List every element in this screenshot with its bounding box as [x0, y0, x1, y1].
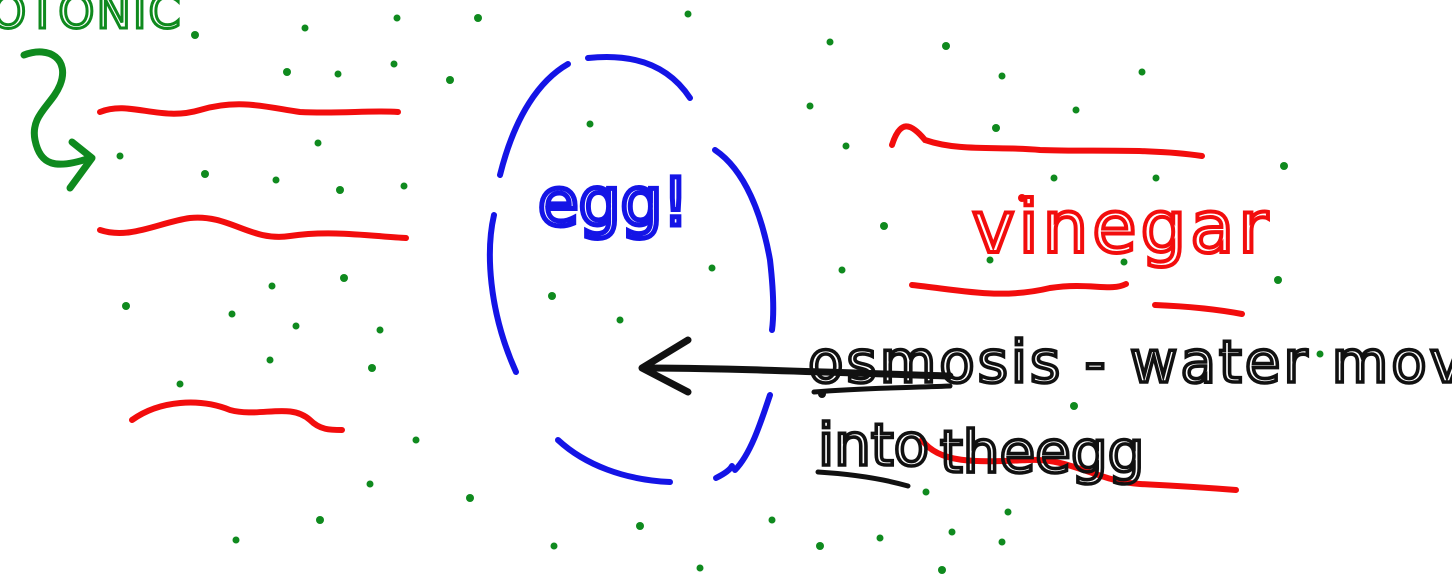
water-dot	[292, 322, 300, 330]
water-dot	[696, 564, 704, 572]
water-dot	[616, 316, 624, 324]
water-dot	[826, 38, 834, 46]
osmosis-underline	[811, 383, 953, 395]
water-dot	[232, 536, 240, 544]
into-underline	[815, 469, 911, 489]
water-dot	[122, 302, 130, 310]
green-curly-arrow	[20, 48, 96, 192]
water-dot	[1152, 174, 1160, 182]
water-dot	[938, 566, 946, 574]
water-dot	[684, 10, 692, 18]
water-dot	[942, 42, 950, 50]
water-dot	[390, 60, 398, 68]
water-dot	[1004, 508, 1012, 516]
egg-outline	[486, 53, 777, 485]
water-dot	[586, 120, 594, 128]
the-egg-note: theegg	[940, 418, 1145, 486]
water-dot	[922, 488, 930, 496]
water-dot	[998, 538, 1006, 546]
water-molecule-dots	[116, 10, 1324, 574]
water-dot	[1120, 258, 1128, 266]
water-dot	[176, 380, 184, 388]
red-line-left-3	[129, 399, 345, 433]
left-red-lines	[97, 101, 409, 433]
water-dot	[412, 436, 420, 444]
top-left-word: OTONIC	[0, 0, 183, 39]
water-dot	[816, 542, 824, 550]
water-dot	[880, 222, 888, 230]
water-dot	[550, 542, 558, 550]
water-dot	[201, 170, 209, 178]
water-dot	[1280, 162, 1288, 170]
water-dot	[368, 364, 376, 372]
osmosis-arrow	[638, 336, 954, 396]
right-red-lines	[889, 123, 1245, 493]
egg-label: egg!	[538, 164, 689, 241]
water-dot	[228, 310, 236, 318]
water-dot	[266, 356, 274, 364]
red-line-left-1	[97, 101, 401, 117]
water-dot	[986, 256, 994, 264]
water-dot	[268, 282, 276, 290]
water-dot	[116, 152, 124, 160]
water-dot	[334, 70, 342, 78]
water-dot	[340, 274, 348, 282]
water-dot	[474, 14, 482, 22]
water-dot	[1138, 68, 1146, 76]
water-dot	[366, 480, 374, 488]
water-dot	[191, 31, 199, 39]
water-dot	[708, 264, 716, 272]
red-line-left-2	[97, 214, 409, 241]
vinegar-label: vinegar	[972, 185, 1272, 269]
water-dot	[548, 292, 556, 300]
red-line-right-1	[889, 123, 1205, 159]
water-dot	[806, 102, 814, 110]
water-dot	[948, 528, 956, 536]
water-dot	[314, 139, 322, 147]
water-dot	[998, 72, 1006, 80]
water-dot	[272, 176, 280, 184]
water-dot	[376, 326, 384, 334]
water-dot	[301, 24, 309, 32]
into-note: into	[818, 411, 929, 479]
water-dot	[1072, 106, 1080, 114]
water-dot	[876, 534, 884, 542]
water-dot	[1316, 350, 1324, 358]
water-dot	[400, 182, 408, 190]
water-dot	[446, 76, 454, 84]
water-dot	[283, 68, 291, 76]
water-dot	[466, 494, 474, 502]
water-dot	[336, 186, 344, 194]
water-dot	[393, 14, 401, 22]
water-dot	[842, 142, 850, 150]
red-dot	[1018, 194, 1026, 202]
water-dot	[1274, 276, 1282, 284]
water-dot	[768, 516, 776, 524]
water-dot	[992, 124, 1000, 132]
black-dot	[818, 390, 826, 398]
water-dot	[1050, 174, 1058, 182]
water-dot	[316, 516, 324, 524]
water-dot	[1070, 402, 1078, 410]
water-dot	[636, 522, 644, 530]
water-dot	[838, 266, 846, 274]
note-underlines	[811, 383, 953, 489]
red-line-right-2	[909, 281, 1129, 297]
red-line-right-3	[1152, 302, 1245, 317]
red-line-right-4	[919, 437, 1239, 493]
